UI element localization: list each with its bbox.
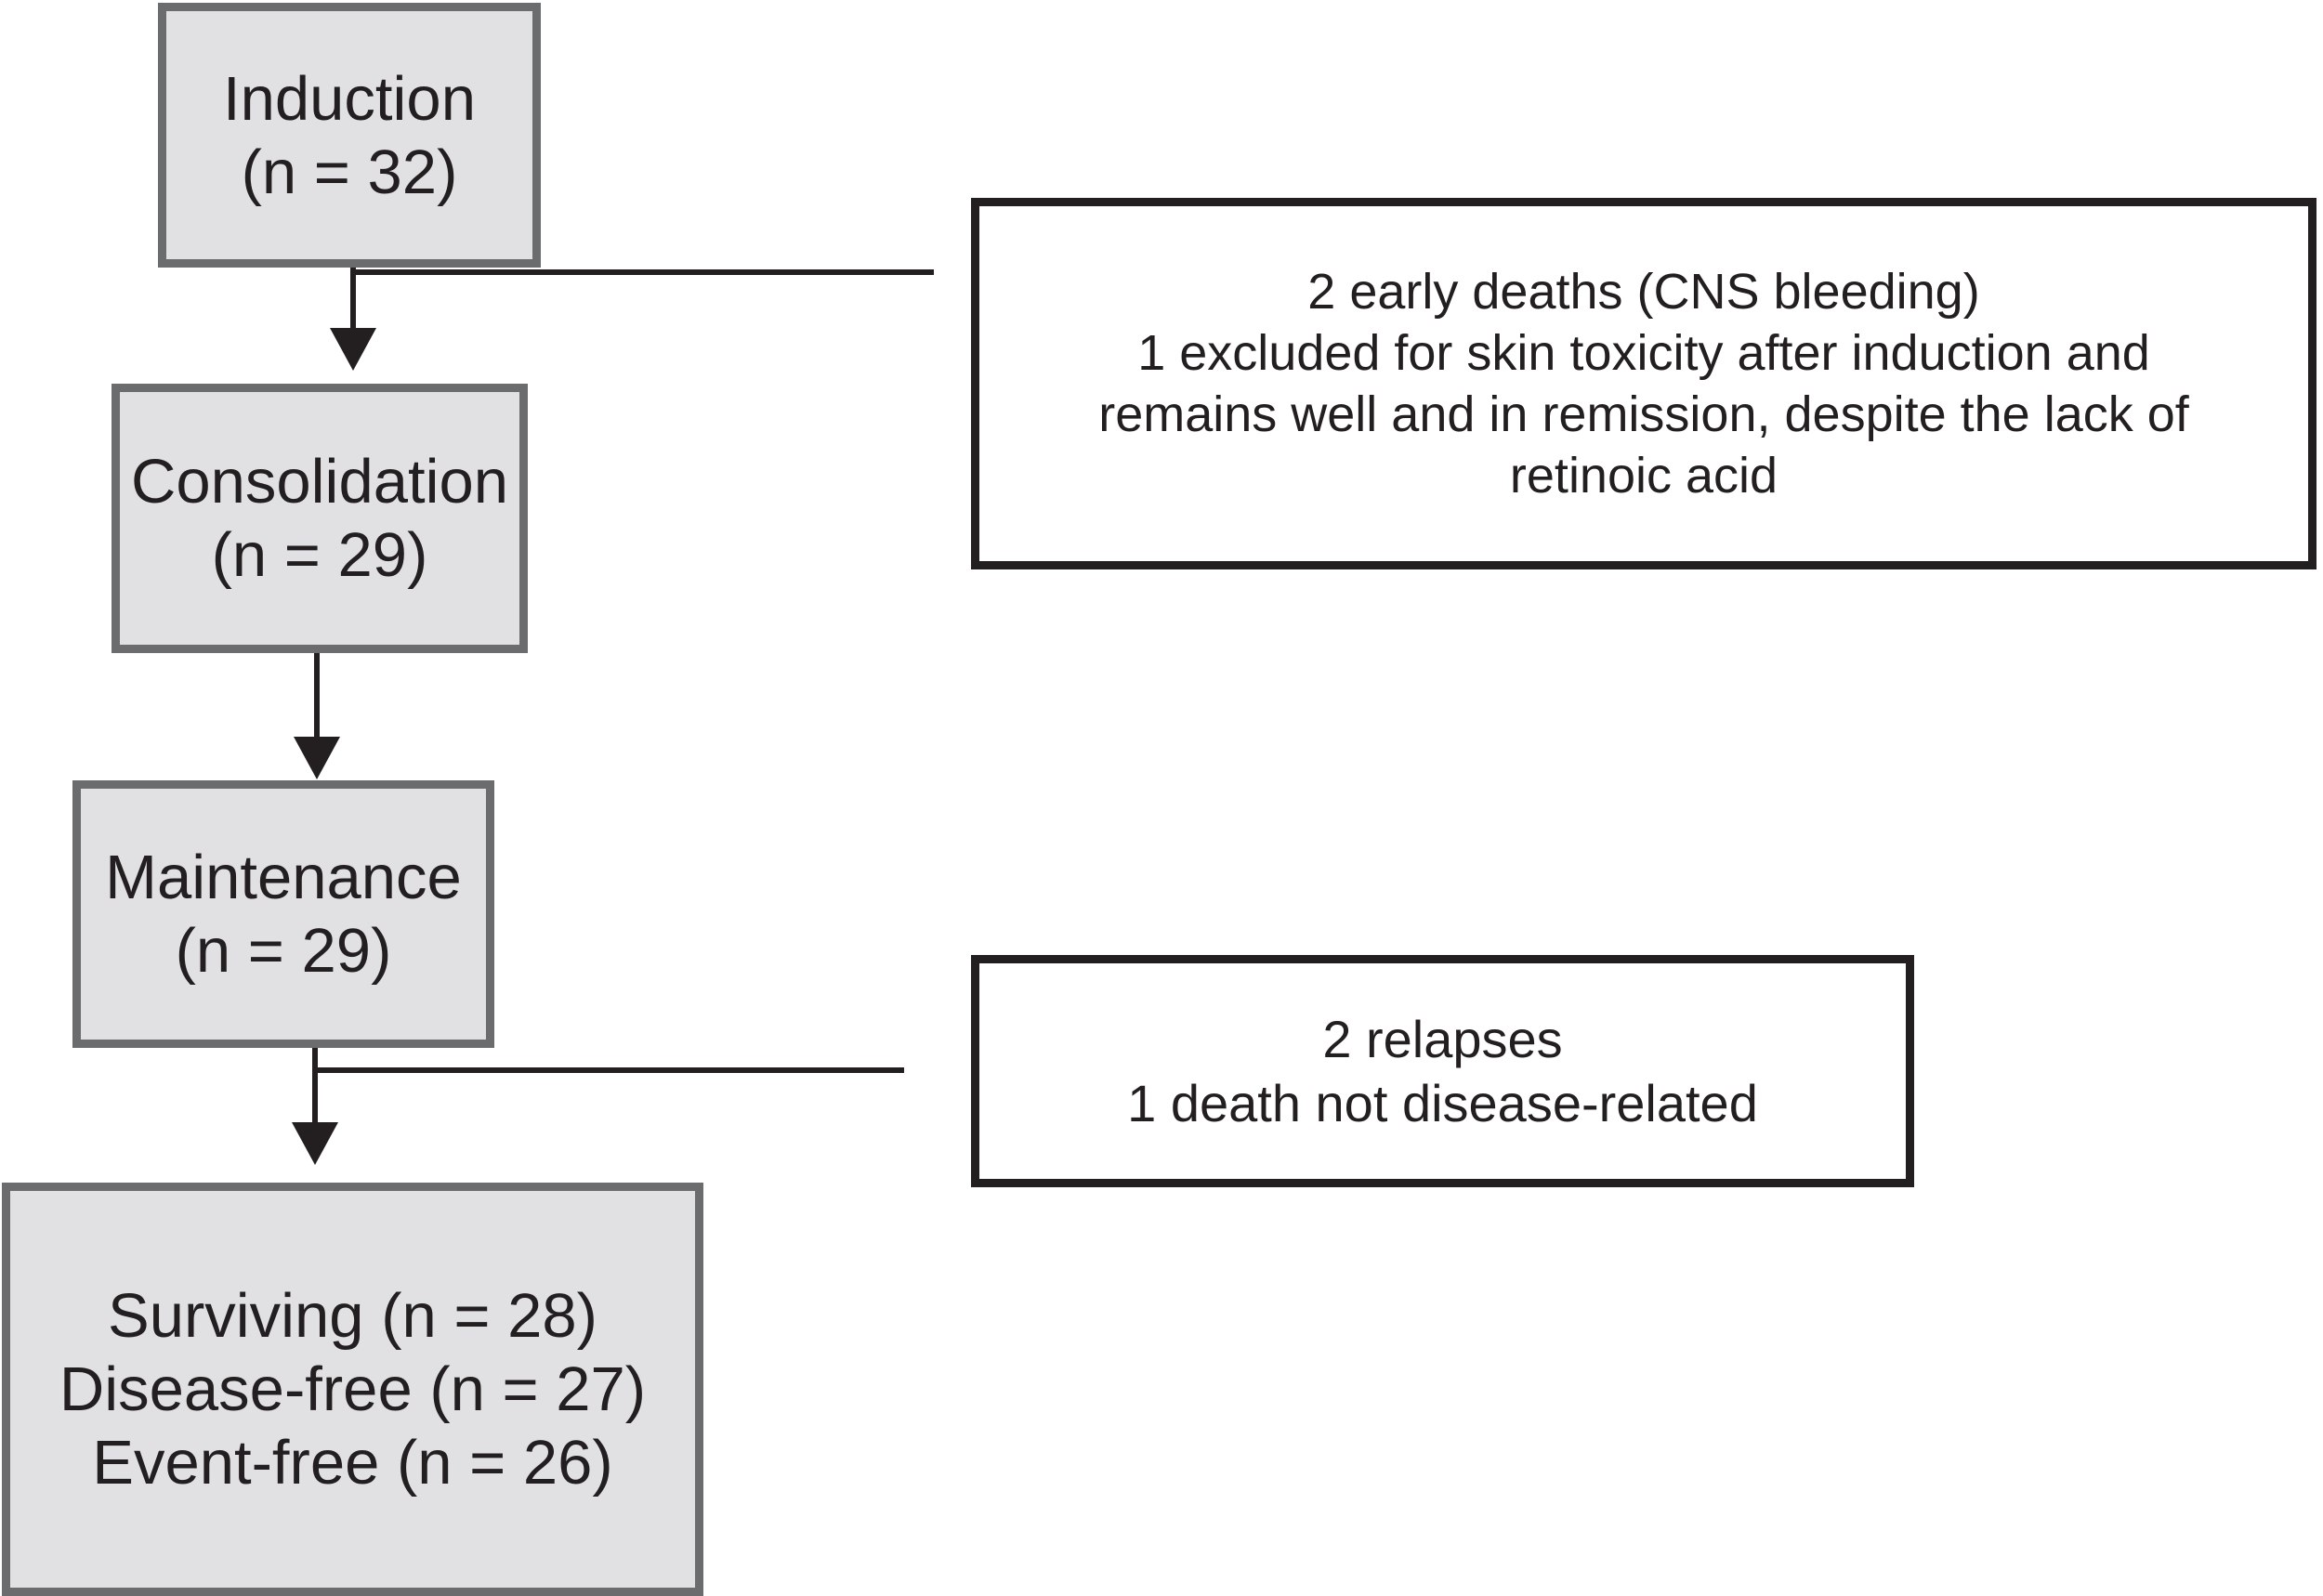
note-box-maintenance-events: 2 relapses 1 death not disease-related: [971, 955, 1914, 1187]
arrow-consolidation-to-maintenance-stem: [314, 649, 320, 740]
flow-box-induction: Induction (n = 32): [158, 3, 541, 268]
box-line: (n = 29): [211, 520, 428, 590]
note-line: 2 relapses: [1322, 1010, 1563, 1068]
box-line: (n = 32): [241, 137, 458, 207]
flow-box-outcome: Surviving (n = 28) Disease-free (n = 27)…: [2, 1183, 703, 1596]
box-line: Consolidation: [131, 447, 508, 517]
note-line: 1 excluded for skin toxicity after induc…: [1137, 325, 2150, 381]
box-line: Surviving (n = 28): [108, 1281, 597, 1351]
flow-box-consolidation: Consolidation (n = 29): [112, 384, 528, 653]
note-box-induction-events: 2 early deaths (CNS bleeding) 1 excluded…: [971, 198, 2316, 569]
arrow-consolidation-to-maintenance-head: [294, 737, 340, 779]
flow-box-maintenance: Maintenance (n = 29): [72, 780, 494, 1048]
box-line: Maintenance: [105, 843, 462, 912]
arrow-induction-to-consolidation-head: [330, 328, 376, 371]
note-line: retinoic acid: [1509, 448, 1778, 504]
box-line: Induction: [223, 63, 476, 134]
connector-maintenance-to-note: [312, 1067, 904, 1073]
note-line: 1 death not disease-related: [1127, 1074, 1758, 1132]
box-line: (n = 29): [175, 916, 392, 986]
arrow-maintenance-to-outcome-stem: [312, 1044, 318, 1126]
connector-induction-to-note: [350, 269, 934, 275]
note-line: remains well and in remission, despite t…: [1098, 386, 2189, 442]
arrow-maintenance-to-outcome-head: [292, 1122, 338, 1165]
note-line: 2 early deaths (CNS bleeding): [1307, 264, 1980, 320]
arrow-induction-to-consolidation-stem: [350, 264, 356, 331]
box-line: Event-free (n = 26): [92, 1428, 613, 1498]
box-line: Disease-free (n = 27): [59, 1354, 647, 1424]
